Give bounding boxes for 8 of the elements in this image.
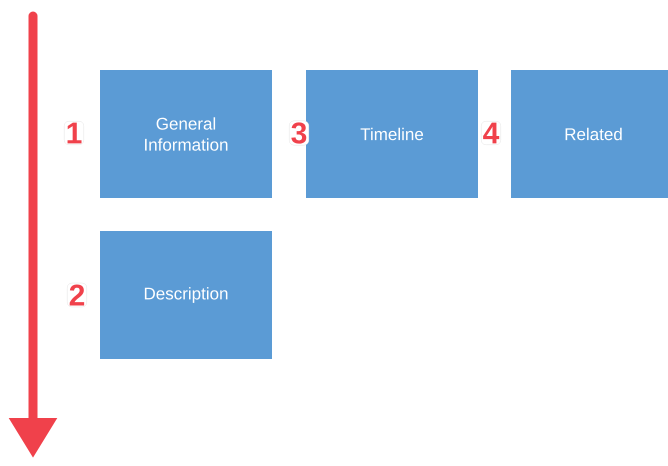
callout-number: 4: [480, 120, 502, 146]
callout-number: 1: [64, 120, 84, 146]
callout-number: 2: [66, 282, 88, 308]
process-box: Related: [511, 70, 668, 198]
process-box: Timeline: [306, 70, 478, 198]
callout-number: 3: [288, 120, 310, 146]
process-box: Description: [100, 231, 272, 359]
process-box: General Information: [100, 70, 272, 198]
